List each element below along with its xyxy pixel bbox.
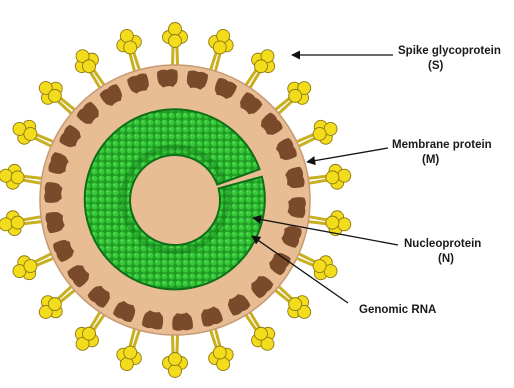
label-membrane-name: Membrane protein xyxy=(392,139,492,151)
label-nucleoprotein: Nucleoprotein (N) xyxy=(404,237,481,267)
label-spike-name: Spike glycoprotein xyxy=(398,45,501,57)
viral-envelope xyxy=(40,65,310,335)
label-nucleo-name: Nucleoprotein xyxy=(404,238,481,250)
label-membrane-abbr: (M) xyxy=(392,153,492,168)
label-spike-abbr: (S) xyxy=(398,59,501,74)
label-nucleo-abbr: (N) xyxy=(404,252,481,267)
label-spike-glycoprotein: Spike glycoprotein (S) xyxy=(398,44,501,74)
arrow-membrane xyxy=(307,148,388,162)
label-rna-name: Genomic RNA xyxy=(359,304,436,316)
label-membrane-protein: Membrane protein (M) xyxy=(392,138,492,168)
label-genomic-rna: Genomic RNA xyxy=(359,303,436,318)
